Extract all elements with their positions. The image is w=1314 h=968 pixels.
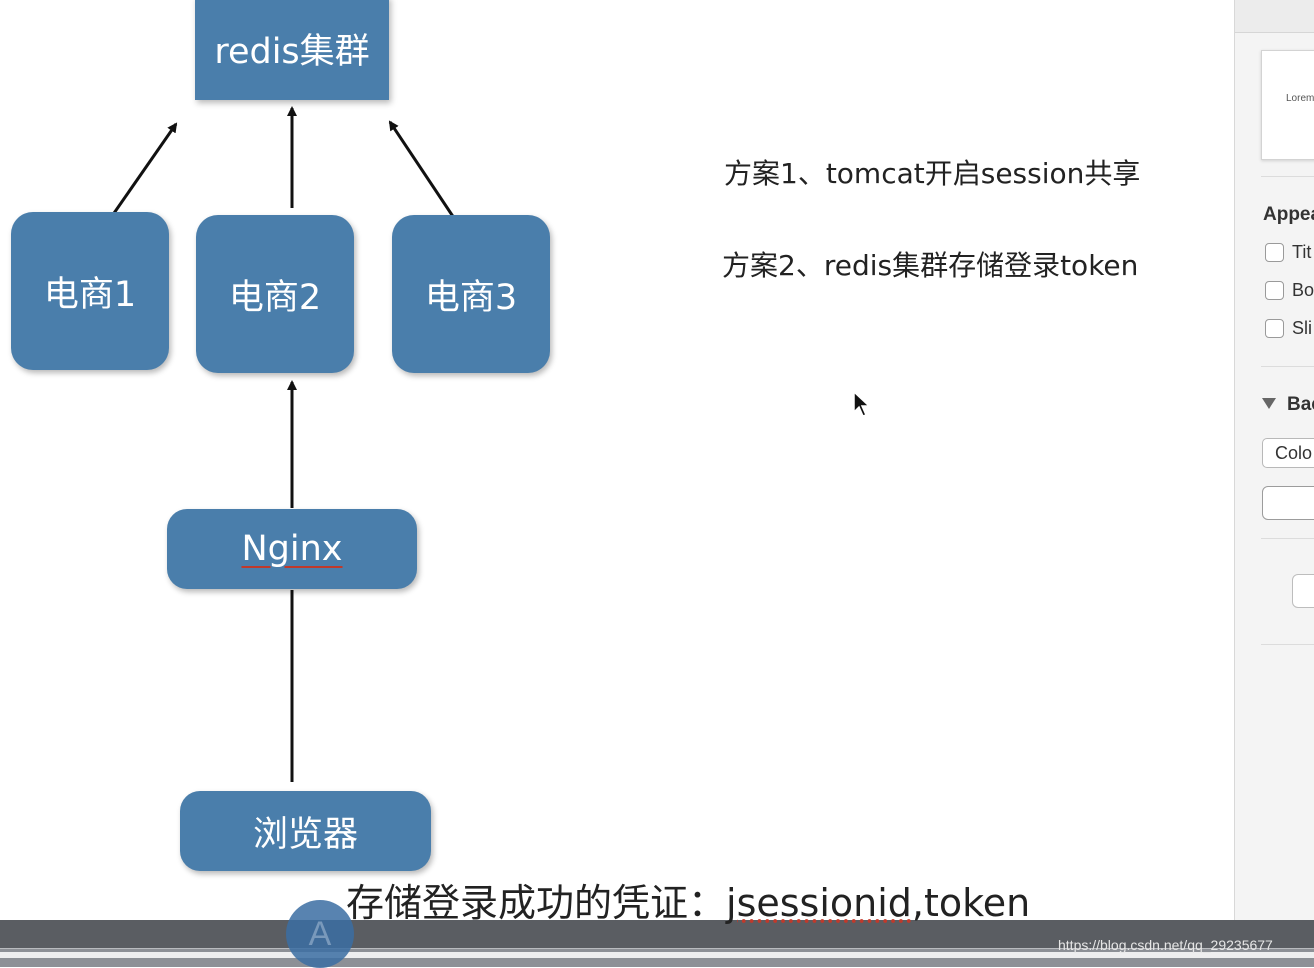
disclosure-triangle-icon[interactable]	[1262, 398, 1276, 409]
avatar-letter: A	[308, 914, 332, 953]
color-well[interactable]	[1262, 486, 1314, 520]
fill-type-select[interactable]: Colo	[1262, 438, 1314, 468]
body-checkbox[interactable]: Bo	[1265, 280, 1314, 301]
shop1-label: 电商1	[43, 274, 137, 315]
checkbox-label: Sli	[1292, 318, 1313, 338]
browser-label: 浏览器	[252, 814, 358, 855]
video-control-bar[interactable]	[0, 920, 1314, 948]
divider	[1261, 644, 1314, 645]
appearance-header: Appea	[1263, 204, 1314, 225]
slide-canvas: redis集群 电商1 电商2 电商3 Nginx 浏览器 方案1、tomcat…	[11, 0, 1141, 871]
shop2-node[interactable]: 电商2	[196, 215, 354, 373]
avatar: A	[286, 900, 354, 968]
shop2-label: 电商2	[228, 277, 322, 318]
checkbox-label: Bo	[1292, 280, 1314, 300]
caption-emphasis: jsessionid	[726, 881, 912, 925]
divider	[1261, 176, 1314, 177]
caption-suffix: ,token	[911, 881, 1031, 925]
arrow-layer	[110, 106, 456, 782]
browser-node[interactable]: 浏览器	[180, 791, 431, 871]
nginx-node[interactable]: Nginx	[167, 509, 417, 589]
fill-type-value: Colo	[1275, 442, 1313, 463]
nginx-label: Nginx	[241, 529, 343, 569]
video-progress-track[interactable]	[0, 952, 1314, 958]
caption-prefix: 存储登录成功的凭证：	[346, 881, 727, 925]
mouse-pointer-icon	[853, 390, 871, 417]
arrow-shop3-to-redis	[388, 120, 456, 219]
background-header: Bac	[1287, 394, 1314, 415]
plan1-note: 方案1、tomcat开启session共享	[724, 157, 1141, 190]
shop1-node[interactable]: 电商1	[11, 212, 169, 370]
title-checkbox[interactable]: Tit	[1265, 242, 1311, 263]
shop3-label: 电商3	[424, 277, 518, 318]
divider	[1261, 538, 1314, 539]
checkbox-box[interactable]	[1265, 281, 1284, 300]
checkbox-box[interactable]	[1265, 319, 1284, 338]
checkbox-box[interactable]	[1265, 243, 1284, 262]
checkbox-label: Tit	[1292, 242, 1312, 262]
inspector-toolbar	[1235, 0, 1314, 33]
redis-cluster-node[interactable]: redis集群	[195, 0, 389, 100]
shop3-node[interactable]: 电商3	[392, 215, 550, 373]
slide-number-checkbox[interactable]: Sli	[1265, 318, 1312, 339]
arrow-shop1-to-redis	[110, 122, 178, 217]
subtitle-caption: 存储登录成功的凭证：jsessionid,token	[346, 872, 1030, 927]
thumbnail-text: Lorem	[1286, 93, 1314, 104]
plan2-note: 方案2、redis集群存储登录token	[722, 249, 1139, 282]
panel-button[interactable]	[1292, 574, 1314, 608]
watermark-url: https://blog.csdn.net/qq_29235677	[1058, 937, 1273, 953]
inspector-panel: Lorem Appea Tit Bo Sli Bac Colo	[1234, 0, 1314, 920]
slide-thumbnail[interactable]: Lorem	[1261, 50, 1314, 160]
redis-cluster-label: redis集群	[214, 31, 370, 72]
divider	[1261, 366, 1314, 367]
